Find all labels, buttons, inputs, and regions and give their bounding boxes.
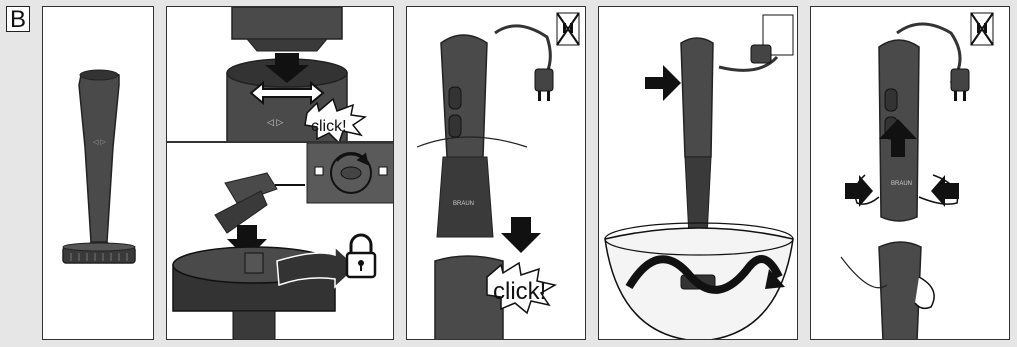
step-label: B — [6, 6, 30, 32]
detach-illustration: BRAUN — [811, 7, 1010, 340]
panel-detach: BRAUN — [810, 6, 1010, 340]
svg-text:◁ ▷: ◁ ▷ — [267, 117, 283, 127]
click-label-large: click! — [493, 278, 546, 305]
panel-blending — [598, 6, 798, 340]
attach-motor-illustration: BRAUN click! — [407, 7, 586, 340]
attach-illustration: ◁ ▷ click! — [167, 7, 394, 142]
svg-text:BRAUN: BRAUN — [891, 181, 912, 187]
plug-icon — [751, 45, 771, 63]
shaft-illustration: ◁ ▷ — [43, 7, 154, 340]
panel-attach-click: ◁ ▷ click! — [166, 6, 394, 142]
arrow-icon — [645, 65, 681, 101]
lock-icon — [347, 235, 375, 277]
panel-shaft: ◁ ▷ — [42, 6, 154, 340]
svg-text:BRAUN: BRAUN — [453, 201, 474, 207]
blending-illustration — [599, 7, 798, 340]
svg-text:◁ ▷: ◁ ▷ — [93, 139, 106, 146]
no-plug-icon — [557, 13, 579, 45]
arrow-icon — [501, 217, 541, 253]
blade-lock-illustration — [167, 143, 394, 340]
panel-attach-motor: BRAUN click! — [406, 6, 586, 340]
plug-icon — [535, 69, 553, 101]
no-plug-icon — [971, 13, 993, 45]
plug-icon — [951, 69, 969, 101]
click-label-small: click! — [311, 118, 347, 135]
panel-blade-lock — [166, 142, 394, 340]
